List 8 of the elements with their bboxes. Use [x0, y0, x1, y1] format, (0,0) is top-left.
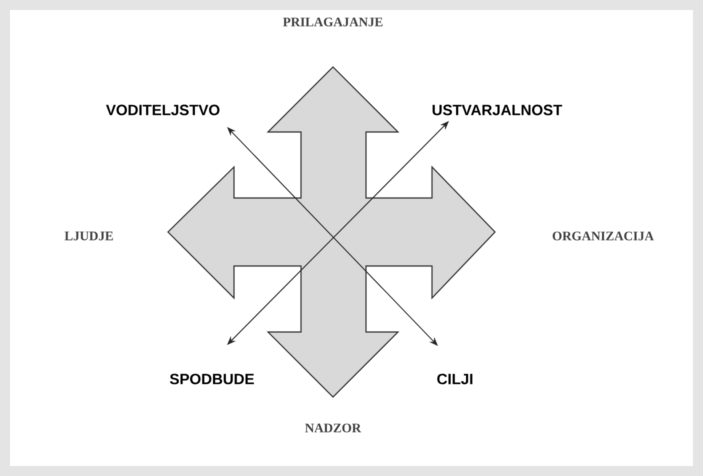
bold-label: VODITELJSTVO — [106, 104, 220, 116]
bold-label: SPODBUDE — [170, 374, 254, 384]
axis-label: NADZOR — [305, 424, 362, 432]
axis-label: PRILAGAJANJE — [283, 18, 383, 26]
bold-label: CILJI — [437, 374, 472, 384]
bold-label: USTVARJALNOST — [432, 104, 562, 116]
axis-label: LJUDJE — [64, 232, 113, 240]
axis-label: ORGANIZACIJA — [552, 232, 654, 240]
